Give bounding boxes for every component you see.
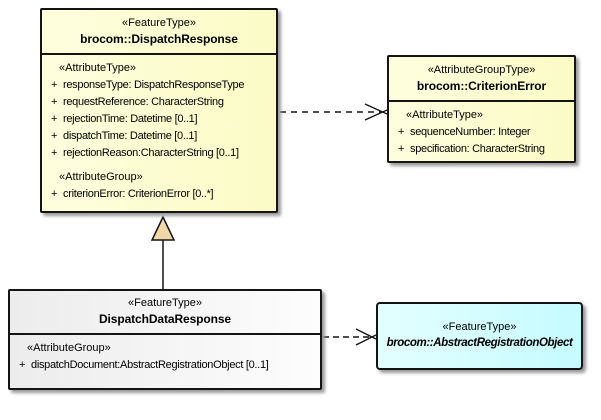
attribute-type-section-label: «AttributeType» [406, 108, 484, 121]
attribute-compartment: «AttributeType» + responseType: Dispatch… [42, 55, 276, 202]
attribute-row: + responseType: DispatchResponseType [42, 76, 276, 93]
class-header: «AttributeGroupType» brocom::CriterionEr… [389, 57, 574, 102]
attribute-compartment: «AttributeGroup» + dispatchDocument:Abst… [10, 335, 320, 373]
attribute-row: + rejectionTime: Datetime [0..1] [42, 110, 276, 127]
attribute-row: + specification: CharacterString [389, 140, 574, 157]
attribute-compartment: «AttributeType» + sequenceNumber: Intege… [389, 102, 574, 157]
visibility-plus-icon: + [51, 129, 58, 142]
attribute-row: + criterionError: CriterionError [0..*] [42, 185, 276, 202]
class-dispatch-data-response[interactable]: «FeatureType» DispatchDataResponse «Attr… [8, 289, 322, 390]
visibility-plus-icon: + [51, 78, 58, 91]
attribute-text: dispatchDocument:AbstractRegistrationObj… [31, 358, 269, 371]
attribute-text: rejectionReason:CharacterString [0..1] [63, 146, 239, 159]
class-header: «FeatureType» DispatchDataResponse [10, 291, 320, 335]
class-name: brocom::AbstractRegistrationObject [386, 337, 573, 349]
attribute-text: rejectionTime: Datetime [0..1] [63, 112, 198, 125]
class-name: DispatchDataResponse [98, 312, 232, 326]
class-abstract-registration-object[interactable]: «FeatureType» brocom::AbstractRegistrati… [376, 302, 583, 370]
attribute-text: criterionError: CriterionError [0..*] [63, 187, 214, 200]
generalization-arrow[interactable] [150, 215, 176, 290]
open-arrowhead-icon [364, 109, 388, 121]
class-name: brocom::CriterionError [416, 78, 547, 93]
attribute-text: dispatchTime: Datetime [0..1] [63, 129, 197, 142]
visibility-plus-icon: + [51, 146, 58, 159]
class-dispatch-response[interactable]: «FeatureType» brocom::DispatchResponse «… [40, 8, 278, 213]
class-header: «FeatureType» brocom::DispatchResponse [42, 10, 276, 55]
dependency-arrow-criterion-error[interactable] [280, 103, 388, 121]
attribute-text: requestReference: CharacterString [63, 95, 224, 108]
stereotype-label: «FeatureType» [122, 16, 196, 29]
open-arrowhead-icon [355, 334, 377, 346]
dependency-arrow-abstract-registration-object[interactable] [323, 328, 377, 346]
visibility-plus-icon: + [398, 142, 405, 155]
attribute-type-section-label: «AttributeType» [59, 61, 137, 74]
stereotype-label: «FeatureType» [442, 321, 517, 333]
class-name: brocom::DispatchResponse [80, 31, 238, 46]
attribute-group-section-label: «AttributeGroup» [27, 341, 111, 354]
stereotype-label: «AttributeGroupType» [427, 63, 536, 76]
attribute-row: + dispatchDocument:AbstractRegistrationO… [10, 356, 320, 373]
attribute-row: + rejectionReason:CharacterString [0..1] [42, 144, 276, 161]
attribute-text: responseType: DispatchResponseType [63, 78, 245, 91]
visibility-plus-icon: + [19, 358, 26, 371]
visibility-plus-icon: + [51, 112, 58, 125]
attribute-text: specification: CharacterString [410, 142, 545, 155]
generalization-triangle-icon [150, 215, 176, 241]
class-criterion-error[interactable]: «AttributeGroupType» brocom::CriterionEr… [387, 55, 576, 163]
attribute-row: + requestReference: CharacterString [42, 93, 276, 110]
visibility-plus-icon: + [51, 95, 58, 108]
attribute-row: + sequenceNumber: Integer [389, 123, 574, 140]
visibility-plus-icon: + [398, 125, 405, 138]
visibility-plus-icon: + [51, 187, 58, 200]
attribute-text: sequenceNumber: Integer [410, 125, 531, 138]
attribute-row: + dispatchTime: Datetime [0..1] [42, 127, 276, 144]
stereotype-label: «FeatureType» [128, 297, 202, 309]
attribute-group-section-label: «AttributeGroup» [59, 170, 143, 183]
